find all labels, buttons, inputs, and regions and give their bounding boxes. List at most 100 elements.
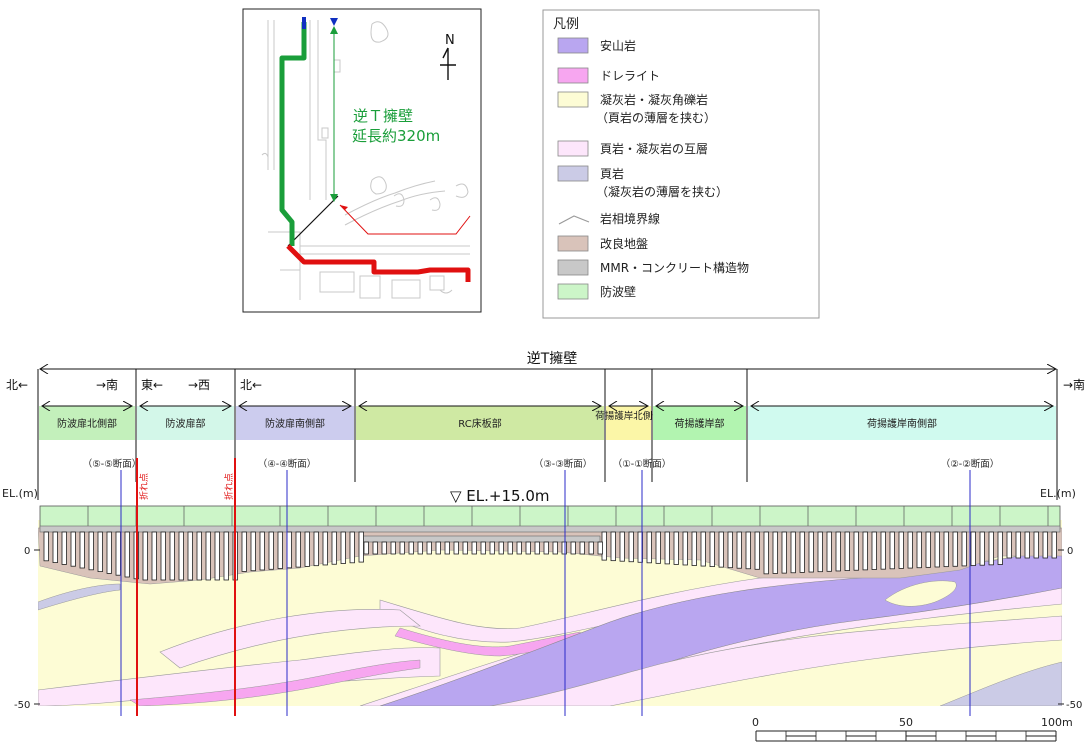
pile <box>1051 531 1057 559</box>
pile <box>304 531 310 567</box>
segment-label: 荷揚護岸部 <box>675 417 725 430</box>
fold-label-1: 折れ点 <box>138 473 150 500</box>
layer-shale-left <box>38 583 121 611</box>
scale-tick-100: 100m <box>1041 716 1073 729</box>
el-tick-minus50-left: -50 <box>14 700 30 711</box>
pile <box>1015 531 1021 559</box>
legend-item: 頁岩（凝灰岩の薄層を挟む） <box>557 165 728 199</box>
segment-seg1: 防波扉北側部 <box>39 406 135 440</box>
segment-label: 防波扉北側部 <box>57 417 117 430</box>
pile <box>426 541 432 555</box>
cross-section-label-s4: （④-④断面） <box>258 458 316 470</box>
pile <box>70 531 76 567</box>
pile <box>934 531 940 568</box>
layer-dolerite-2 <box>129 659 421 706</box>
legend-item: 防波壁 <box>557 283 636 300</box>
segment-seg4: RC床板部 <box>356 406 604 440</box>
legend-item: 改良地盤 <box>557 235 648 252</box>
segment-box <box>137 406 234 440</box>
pile <box>655 531 661 564</box>
pile <box>673 531 679 565</box>
pile <box>1042 531 1048 559</box>
pile <box>313 531 319 567</box>
legend-swatch <box>557 259 589 276</box>
pile <box>277 531 283 569</box>
legend-sublabel: （凝灰岩の薄層を挟む） <box>596 184 728 199</box>
segment-box <box>39 406 135 440</box>
pile <box>250 531 256 572</box>
pile <box>871 531 877 570</box>
pile <box>588 541 594 555</box>
el-unit-left: EL.(m) <box>2 487 38 500</box>
pile <box>43 531 49 562</box>
map-background-features <box>261 20 470 300</box>
pile <box>372 541 378 555</box>
pile <box>646 531 652 564</box>
pile <box>597 541 603 555</box>
pile <box>763 531 769 575</box>
pile <box>790 531 796 574</box>
section-title: 逆T擁壁 <box>527 351 578 367</box>
pile <box>52 531 58 564</box>
pile <box>745 531 751 570</box>
segment-label: 荷揚護岸北側部 <box>595 410 662 422</box>
el-tick-0-left: 0 <box>24 546 30 557</box>
segment-label: 防波扉部 <box>166 417 206 430</box>
key-map: N 逆Ｔ擁壁 延長約320m <box>242 8 482 313</box>
pile <box>862 531 868 571</box>
el-tick-0-right: 0 <box>1067 546 1073 557</box>
pile <box>97 531 103 572</box>
pile <box>561 541 567 555</box>
pile <box>543 541 549 555</box>
segment-label: RC床板部 <box>458 417 501 430</box>
legend-swatch <box>558 215 590 225</box>
subdir-west: →西 <box>188 378 210 392</box>
pile <box>943 531 949 568</box>
pile <box>390 541 396 555</box>
pile <box>241 531 247 572</box>
pile <box>223 531 229 581</box>
legend-title: 凡例 <box>553 17 579 32</box>
pile <box>691 531 697 566</box>
piles <box>43 531 1057 581</box>
pile <box>462 541 468 555</box>
pile <box>1033 531 1039 559</box>
map-blue-marker <box>302 17 306 29</box>
legend-label: ドレライト <box>600 69 660 83</box>
scale-tick-50: 50 <box>899 716 913 729</box>
pile <box>979 531 985 566</box>
pile <box>970 531 976 566</box>
pile <box>628 531 634 563</box>
layer-alternation-lower <box>489 615 1062 706</box>
el-tick-minus50-right: -50 <box>1066 700 1082 711</box>
map-south-wall-route <box>286 244 471 282</box>
geologic-section: EL.(m) EL.(m) ▽ EL.+15.0m <box>2 458 1082 716</box>
pile <box>259 531 265 571</box>
segment-seg2: 防波扉部 <box>137 406 234 440</box>
segment-seg3: 防波扉南側部 <box>236 406 354 440</box>
segment-box <box>606 406 651 440</box>
pile <box>534 541 540 555</box>
pile <box>322 531 328 566</box>
segment-seg7: 荷揚護岸南側部 <box>748 406 1056 440</box>
map-blue-arrow <box>330 18 338 26</box>
legend-label: 凝灰岩・凝灰角礫岩 <box>600 92 708 107</box>
pile <box>1006 531 1012 559</box>
legend-item: 凝灰岩・凝灰角礫岩 （頁岩の薄層を挟む） <box>557 91 716 125</box>
scale-bar: 0 50 100m <box>752 716 1073 742</box>
pile <box>853 531 859 571</box>
cross-section-lines <box>120 470 971 716</box>
legend-label: 改良地盤 <box>600 236 648 251</box>
pile <box>898 531 904 569</box>
pile <box>349 531 355 564</box>
cross-section-label-s1: （①-①断面） <box>613 458 671 470</box>
pile <box>916 531 922 569</box>
pile <box>700 531 706 567</box>
pile <box>709 531 715 567</box>
segment-label: 荷揚護岸南側部 <box>867 417 937 430</box>
pile <box>817 531 823 573</box>
legend-sublabel: （頁岩の薄層を挟む） <box>596 110 716 125</box>
pile <box>718 531 724 568</box>
